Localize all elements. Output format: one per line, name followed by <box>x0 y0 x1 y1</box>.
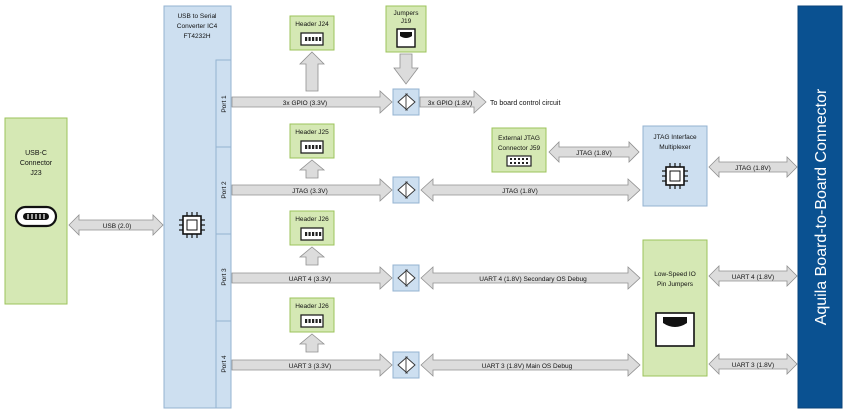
jtag-header-icon <box>506 155 532 167</box>
external-jtag-connector: External JTAG Connector J59 <box>491 127 547 173</box>
usb-arrow: USB (2.0) <box>68 214 164 236</box>
level-shifter-port1-icon <box>392 88 420 116</box>
jumpers-down-arrow <box>393 53 419 85</box>
edge-connector-label: Aquila Board-to-Board Connector <box>813 88 830 325</box>
port1-gpio-18v-arrow: 3x GPIO (1.8V) <box>419 90 487 114</box>
gpio-18v-label: 3x GPIO (1.8V) <box>428 100 472 107</box>
usb-c-label-1: USB-C <box>25 150 47 157</box>
lsio-label-2: Pin Jumpers <box>657 281 694 288</box>
jumper-icon <box>396 28 416 48</box>
jtag-mux-label-1: JTAG Interface <box>653 134 697 141</box>
header-j26b-connector-icon <box>300 314 324 328</box>
ext-jtag-arrow: JTAG (1.8V) <box>548 141 640 163</box>
level-shifter-port3-icon <box>392 264 420 292</box>
aquila-board-to-board-connector: Aquila Board-to-Board Connector <box>797 5 843 409</box>
uart4-18v-label: UART 4 (1.8V) Secondary OS Debug <box>479 276 587 283</box>
jtag-mux-chip-icon <box>661 162 689 190</box>
jumpers-j19: Jumpers J19 <box>385 5 427 53</box>
port-1-label: Port 1 <box>221 95 228 113</box>
header-up-arrows <box>298 51 326 353</box>
level-shifter-port2-icon <box>392 176 420 204</box>
ext-jtag-label-2: Connector J59 <box>498 145 541 152</box>
usb-c-port-icon <box>14 205 58 228</box>
port-3-label: Port 3 <box>221 268 228 286</box>
board-control-label: To board control circuit <box>490 100 560 107</box>
header-j26a-connector-icon <box>300 227 324 241</box>
header-j24-connector-icon <box>300 32 324 46</box>
jtag-18v-mid-label: JTAG (1.8V) <box>502 188 538 195</box>
jtag-out-label: JTAG (1.8V) <box>735 165 771 172</box>
jumpers-label-2: J19 <box>401 18 412 25</box>
jtag-mux-label-2: Multiplexer <box>659 144 691 151</box>
ft-chip-icon <box>178 211 206 239</box>
header-j24-label: Header J24 <box>295 21 329 28</box>
usb-serial-converter-block: USB to Serial Converter IC4 FT4232H Port… <box>163 5 232 409</box>
low-speed-io-pin-jumpers: Low-Speed IO Pin Jumpers <box>642 239 708 377</box>
jumpers-label-1: Jumpers <box>394 10 420 17</box>
ext-jtag-label-1: External JTAG <box>498 135 540 142</box>
port-4-label: Port 4 <box>221 355 228 373</box>
usb-arrow-label: USB (2.0) <box>103 223 132 230</box>
header-j26b-label: Header J26 <box>295 303 329 310</box>
jtag-out-arrow: JTAG (1.8V) <box>708 156 798 178</box>
ft-label-3: FT4232H <box>183 33 210 40</box>
uart4-out-arrow: UART 4 (1.8V) <box>708 265 798 287</box>
header-j26a-label: Header J26 <box>295 216 329 223</box>
header-j25-connector-icon <box>300 140 324 154</box>
usb-c-label-3: J23 <box>30 170 41 177</box>
ft-label-2: Converter IC4 <box>177 23 218 30</box>
pin-jumper-icon <box>655 312 695 347</box>
uart3-18v-label: UART 3 (1.8V) Main OS Debug <box>482 363 573 370</box>
port4-uart3-18v-arrow: UART 3 (1.8V) Main OS Debug <box>420 353 641 377</box>
port3-uart4-33v-arrow: UART 4 (3.3V) <box>231 266 393 290</box>
port4-uart3-33v-arrow: UART 3 (3.3V) <box>231 353 393 377</box>
header-j26-port4: Header J26 <box>289 297 335 333</box>
uart3-out-arrow: UART 3 (1.8V) <box>708 353 798 375</box>
ext-jtag-arrow-label: JTAG (1.8V) <box>576 150 612 157</box>
port2-jtag-18v-arrow: JTAG (1.8V) <box>420 178 641 202</box>
usb-c-label-2: Connector <box>20 160 53 167</box>
jtag-interface-multiplexer: JTAG Interface Multiplexer <box>642 125 708 207</box>
jtag-33v-label: JTAG (3.3V) <box>292 188 328 195</box>
uart3-out-label: UART 3 (1.8V) <box>732 362 774 369</box>
uart3-33v-label: UART 3 (3.3V) <box>289 363 331 370</box>
gpio-33v-label: 3x GPIO (3.3V) <box>283 100 327 107</box>
usb-c-connector-block: USB-C Connector J23 <box>4 117 68 305</box>
header-j25-label: Header J25 <box>295 129 329 136</box>
lsio-label-1: Low-Speed IO <box>654 271 696 278</box>
header-j25: Header J25 <box>289 123 335 159</box>
port1-gpio-33v-arrow: 3x GPIO (3.3V) <box>231 90 393 114</box>
ft-label-1: USB to Serial <box>177 13 217 20</box>
level-shifter-port4-icon <box>392 351 420 379</box>
port-2-label: Port 2 <box>221 181 228 199</box>
port3-uart4-18v-arrow: UART 4 (1.8V) Secondary OS Debug <box>420 266 641 290</box>
header-j24: Header J24 <box>289 15 335 51</box>
port2-jtag-33v-arrow: JTAG (3.3V) <box>231 178 393 202</box>
header-j26-port3: Header J26 <box>289 210 335 246</box>
uart4-out-label: UART 4 (1.8V) <box>732 274 774 281</box>
uart4-33v-label: UART 4 (3.3V) <box>289 276 331 283</box>
